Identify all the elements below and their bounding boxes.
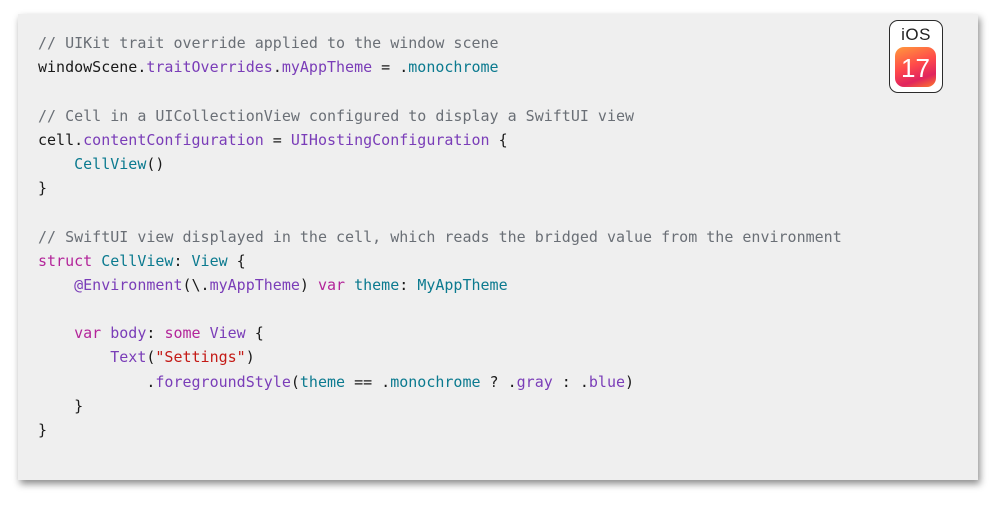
code-token: { <box>245 324 264 343</box>
code-card <box>18 14 978 480</box>
code-line: } <box>38 394 842 418</box>
code-line <box>38 79 842 103</box>
code-token: ( <box>290 372 300 391</box>
code-token: } <box>38 421 48 439</box>
code-token: theme <box>354 275 400 294</box>
code-token: cell. <box>38 130 84 149</box>
code-token: { <box>489 130 508 149</box>
code-line: // SwiftUI view displayed in the cell, w… <box>38 225 842 249</box>
code-token: ( <box>146 348 156 367</box>
code-token: = <box>263 130 291 149</box>
code-line: windowScene.traitOverrides.myAppTheme = … <box>38 55 842 79</box>
code-token: == . <box>345 372 391 391</box>
code-token: // UIKit trait override applied to the w… <box>38 34 499 52</box>
code-token <box>38 324 74 342</box>
code-line: .foregroundStyle(theme == .monochrome ? … <box>38 370 842 394</box>
code-line: cell.contentConfiguration = UIHostingCon… <box>38 128 842 152</box>
code-token: = . <box>372 58 409 77</box>
code-token: ) <box>299 275 318 294</box>
code-token: traitOverrides <box>146 58 273 77</box>
code-token: } <box>38 396 84 415</box>
code-block: // UIKit trait override applied to the w… <box>38 31 842 442</box>
code-token: contentConfiguration <box>83 130 264 149</box>
code-token: var <box>317 275 346 294</box>
code-token: . <box>38 372 156 391</box>
code-token: some <box>164 324 201 343</box>
ios-label: iOS <box>901 25 931 44</box>
code-token: var <box>74 324 102 343</box>
ios-17-badge: iOS 17 <box>889 20 943 93</box>
code-token: : . <box>552 372 589 391</box>
code-token: View <box>209 324 246 343</box>
code-line: } <box>38 176 842 200</box>
code-token: { <box>227 251 246 270</box>
code-token: () <box>146 154 165 173</box>
code-line: } <box>38 418 842 442</box>
code-token: foregroundStyle <box>155 372 291 391</box>
code-line: @Environment(\.myAppTheme) var theme: My… <box>38 273 842 297</box>
code-token: View <box>191 251 228 270</box>
code-token: : <box>399 275 418 294</box>
code-token: "Settings" <box>155 348 246 367</box>
code-token: gray <box>516 372 553 391</box>
code-line <box>38 297 842 321</box>
code-token <box>92 252 101 270</box>
code-token <box>38 155 74 173</box>
code-token: monochrome <box>390 372 481 391</box>
code-token: (\. <box>182 275 210 294</box>
code-line: struct CellView: View { <box>38 249 842 273</box>
code-token: MyAppTheme <box>417 275 508 294</box>
code-token: myAppTheme <box>209 275 300 294</box>
code-token: struct <box>38 251 93 270</box>
code-token <box>101 324 110 342</box>
code-token: Text <box>110 348 147 367</box>
code-token: } <box>38 179 48 198</box>
ios-version-number: 17 <box>901 53 930 83</box>
code-token: ) <box>245 348 255 367</box>
code-line: // UIKit trait override applied to the w… <box>38 31 842 55</box>
code-line: CellView() <box>38 152 842 176</box>
code-line: // Cell in a UICollectionView configured… <box>38 104 842 128</box>
code-token: . <box>272 58 282 77</box>
code-token: @Environment <box>74 275 183 294</box>
code-token: windowScene. <box>38 58 147 77</box>
code-token: body <box>110 324 147 343</box>
code-token: // Cell in a UICollectionView configured… <box>38 106 635 125</box>
code-token: : <box>173 251 192 270</box>
code-token: UIHostingConfiguration <box>290 130 490 149</box>
code-token <box>38 276 74 294</box>
code-token <box>38 348 110 366</box>
code-token: : <box>146 324 165 343</box>
code-token: ) <box>625 372 635 391</box>
code-token: blue <box>588 372 626 391</box>
code-line <box>38 200 842 224</box>
code-token: theme <box>299 372 346 391</box>
code-token: ? . <box>480 372 517 391</box>
code-token: monochrome <box>408 58 499 77</box>
code-line: var body: some View { <box>38 321 842 345</box>
code-token: // SwiftUI view displayed in the cell, w… <box>38 227 842 246</box>
code-token <box>201 324 210 342</box>
code-token <box>345 276 354 294</box>
code-token: CellView <box>74 154 147 173</box>
code-line: Text("Settings") <box>38 345 842 369</box>
ios-version-tile: 17 <box>895 47 936 87</box>
code-token: myAppTheme <box>281 58 373 77</box>
code-token: CellView <box>101 251 174 270</box>
